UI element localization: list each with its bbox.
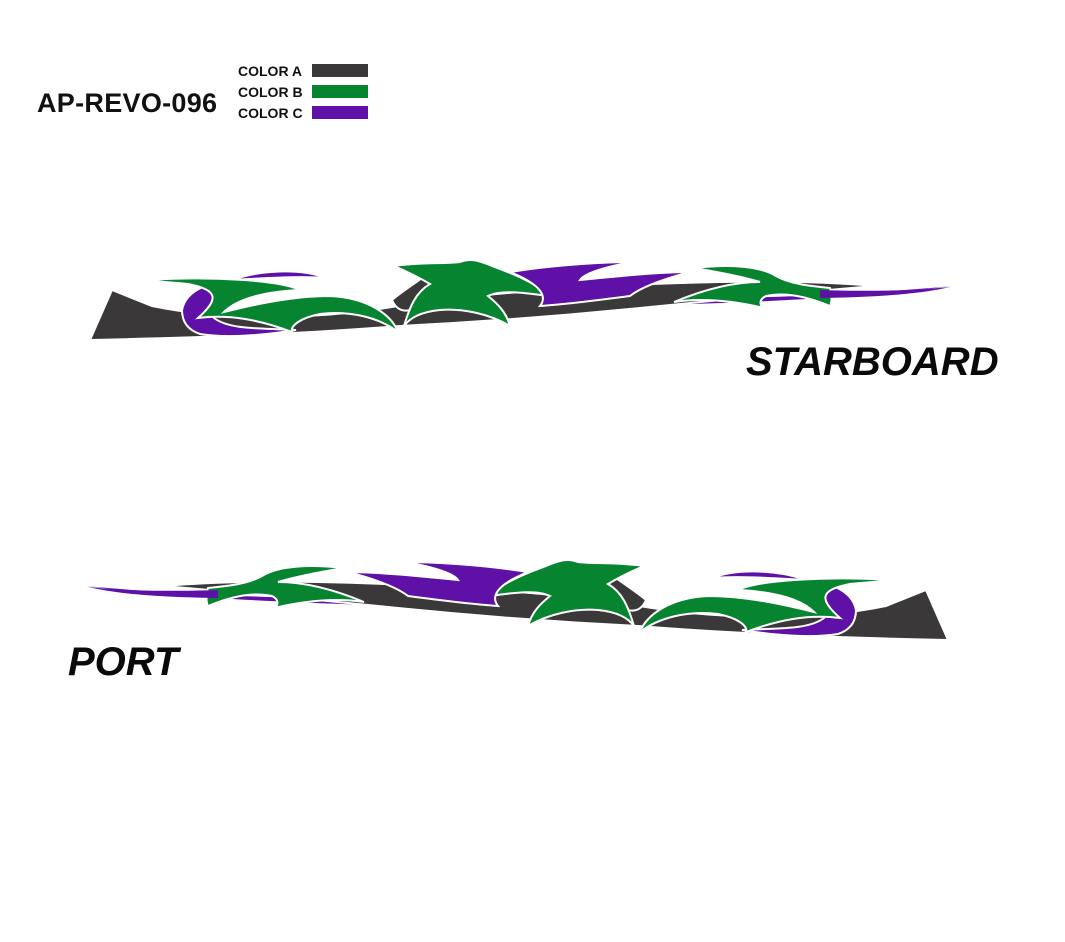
starboard-label: STARBOARD — [746, 340, 999, 384]
legend-swatch-color-c — [312, 106, 368, 119]
legend-row-color-a: COLOR A — [238, 60, 368, 81]
starboard-decal-shape — [89, 258, 953, 341]
legend-label: COLOR B — [238, 83, 303, 100]
starboard-decal — [89, 258, 953, 341]
color-legend: COLOR A COLOR B COLOR C — [238, 60, 368, 123]
legend-row-color-c: COLOR C — [238, 102, 368, 123]
legend-swatch-color-a — [312, 64, 368, 77]
legend-label: COLOR A — [238, 62, 303, 79]
port-decal — [85, 558, 949, 641]
port-decal-shape — [85, 558, 949, 641]
legend-swatch-color-b — [312, 85, 368, 98]
port-label: PORT — [68, 640, 179, 684]
legend-row-color-b: COLOR B — [238, 81, 368, 102]
design-code-title: AP-REVO-096 — [37, 88, 218, 118]
legend-label: COLOR C — [238, 104, 303, 121]
